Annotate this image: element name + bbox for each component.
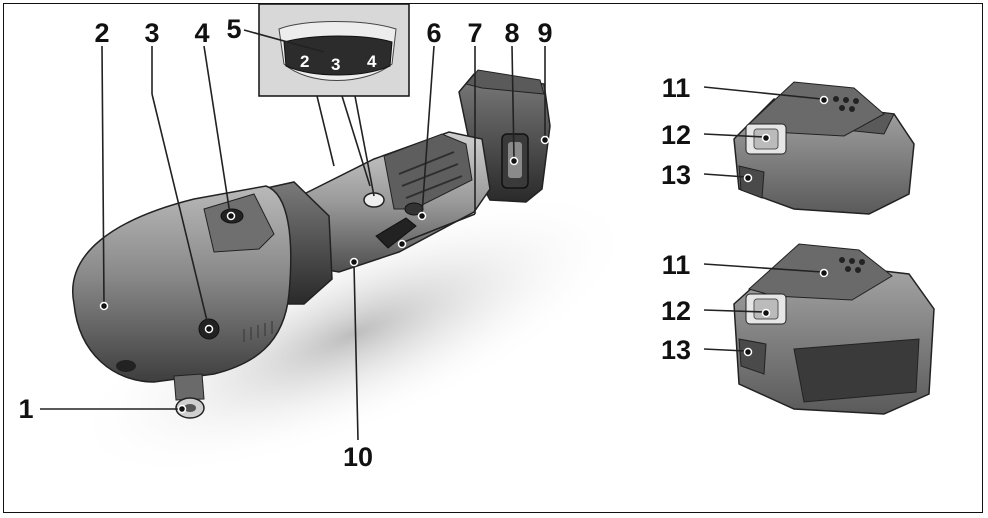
figure-frame: 2 3 4: [3, 3, 983, 513]
floor-shadow: [73, 191, 635, 477]
head-top-panel: [203, 193, 275, 253]
callout-9: 9: [537, 18, 552, 48]
dial-label-center: 3: [331, 55, 340, 74]
dial-label-right: 4: [367, 52, 377, 71]
callout-2: 2: [94, 18, 109, 48]
battery-pack-high-capacity: [733, 243, 935, 415]
callout-11-compact: 11: [662, 73, 691, 103]
polisher-illustration: [72, 69, 551, 419]
callout-4: 4: [194, 18, 209, 48]
charge-indicator: [738, 165, 765, 199]
charge-indicator-2: [738, 338, 767, 375]
diagram-canvas: 2 3 4: [18, 4, 935, 477]
callout-10: 10: [343, 442, 373, 472]
callout-12-compact: 12: [661, 120, 691, 150]
dial-label-left: 2: [300, 52, 309, 71]
leader-lines: [40, 29, 829, 441]
inset-dial-wheel: [283, 35, 393, 76]
callout-11-large: 11: [662, 250, 691, 280]
callout-6: 6: [426, 18, 441, 48]
callout-7: 7: [467, 18, 482, 48]
callout-13-compact: 13: [661, 160, 691, 190]
callout-5: 5: [226, 14, 241, 44]
callout-8: 8: [504, 18, 519, 48]
callout-1: 1: [18, 394, 33, 424]
callout-3: 3: [144, 18, 159, 48]
spindle: [173, 373, 205, 401]
speed-dial-inset: 2 3 4: [258, 4, 410, 197]
callout-12-large: 12: [661, 296, 691, 326]
on-off-switch: [375, 217, 417, 249]
callout-13-large: 13: [661, 335, 691, 365]
callout-labels: 1 2 3 4 5 6 7 8 9 10 11 12 13 11 12 13: [18, 14, 691, 472]
